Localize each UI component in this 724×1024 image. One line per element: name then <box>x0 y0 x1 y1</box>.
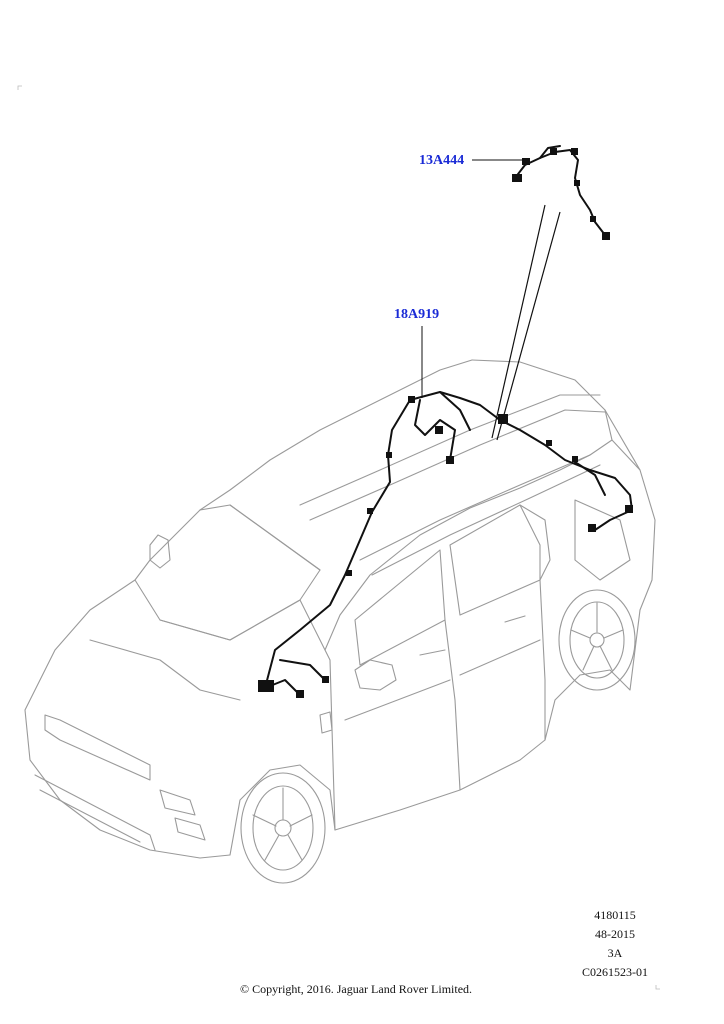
illustration-code: C0261523-01 <box>582 965 648 979</box>
copyright-notice: © Copyright, 2016. Jaguar Land Rover Lim… <box>239 982 473 996</box>
revision-code: 3A <box>607 946 623 960</box>
part-callout-13a444[interactable]: 13A444 <box>419 153 465 168</box>
corner-mark <box>17 85 22 90</box>
harness-18a919[interactable] <box>264 391 633 696</box>
drawing-number: 4180115 <box>594 908 636 922</box>
harness-18a919-connectors <box>258 396 633 698</box>
corner-mark-bottom <box>655 985 660 990</box>
part-callout-18a919[interactable]: 18A919 <box>394 307 440 322</box>
date-code: 48-2015 <box>595 927 635 941</box>
explode-lines <box>491 204 561 441</box>
vehicle-outline <box>24 359 656 884</box>
harness-13a444[interactable] <box>514 145 606 236</box>
harness-13a444-connectors <box>512 148 610 240</box>
